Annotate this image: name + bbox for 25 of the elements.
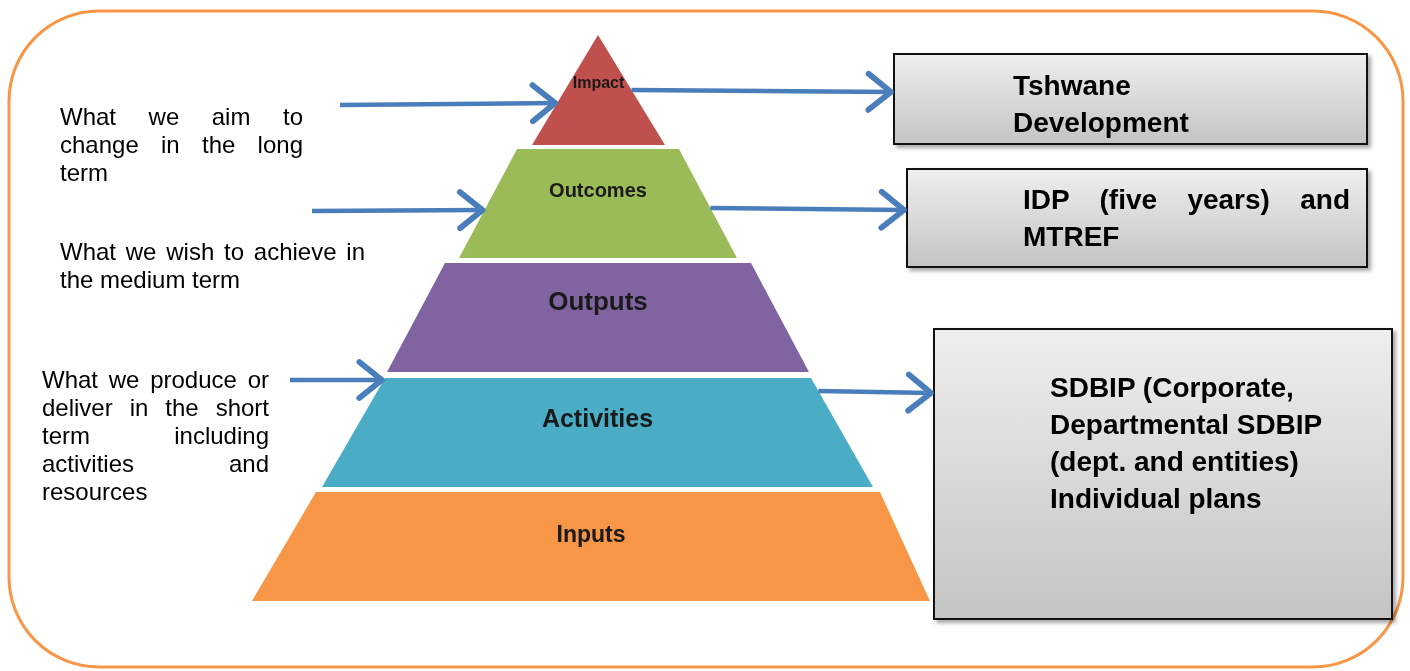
tier-label: Activities [541, 403, 654, 433]
tier-label: Outputs [548, 287, 648, 317]
description-text: What we aim to change in the long term [60, 103, 303, 187]
plan-text: SDBIP (Corporate, Departmental SDBIP (dept. and entities) Individual plans [1050, 371, 1323, 516]
pyramid-tier [252, 492, 930, 601]
arrow [818, 371, 934, 414]
arrow [339, 82, 559, 125]
pyramid-tier [459, 149, 737, 258]
plan-text: Tshwane Development [1013, 69, 1190, 140]
pyramid-tier [387, 263, 809, 372]
tier-label: Outcomes [549, 178, 647, 202]
arrow [290, 359, 385, 401]
arrow [710, 188, 907, 231]
description-text: What we wish to achieve in the medium term [60, 238, 365, 294]
tier-label: Impact [572, 73, 625, 93]
description-text: What we produce or deliver in the short term including activities and resources [42, 366, 269, 506]
arrow [631, 70, 894, 113]
tier-label: Inputs [556, 520, 626, 548]
plan-text: IDP (five years) and MTREF [1023, 183, 1350, 254]
arrow [312, 189, 486, 232]
pyramid-apex-triangle [532, 35, 665, 145]
plan-box [906, 168, 1368, 268]
plan-box [893, 53, 1368, 145]
plan-box [933, 328, 1393, 620]
pyramid-tier [322, 378, 873, 487]
